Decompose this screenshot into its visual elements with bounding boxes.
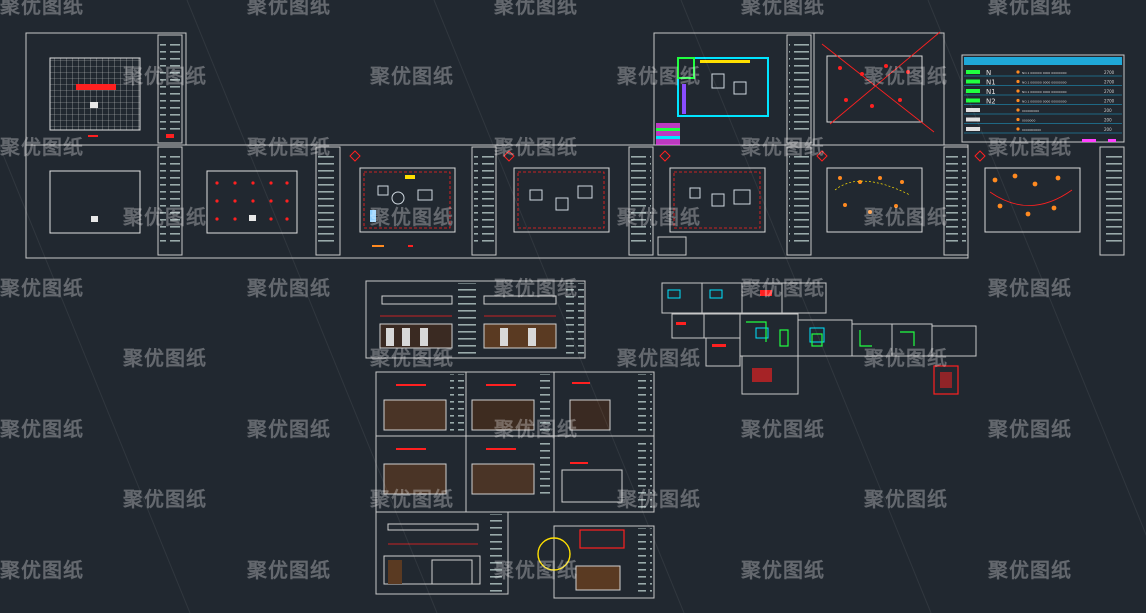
legend-row: N NO.1 000000 0000 00000000 2700	[964, 69, 1122, 77]
sheet-detail-cluster[interactable]	[661, 282, 977, 395]
legend-qty: 200	[1104, 108, 1112, 113]
legend-row: N2 NO.1 000000 0000 00000000 2700	[964, 98, 1122, 106]
title-block	[471, 146, 497, 256]
title-block	[786, 34, 812, 144]
legend-code: N	[986, 69, 991, 77]
sheet-floor-plan-1[interactable]	[349, 150, 456, 247]
legend-desc: NO.1 000000 0000 00000000	[1022, 81, 1067, 85]
title-block	[1099, 146, 1125, 256]
legend-qty: 200	[1104, 127, 1112, 132]
sheet-lighting-crossed[interactable]	[821, 31, 941, 133]
legend-desc: 0000000000	[1022, 128, 1041, 132]
legend-desc: 0000000	[1022, 119, 1035, 123]
legend-desc: 000000000	[1022, 109, 1039, 113]
sheet-floor-plan-2[interactable]	[503, 150, 610, 233]
legend-code: N1	[986, 79, 996, 87]
sheet-lighting-plan-2[interactable]	[974, 150, 1081, 233]
legend-row: 000000000 200	[964, 108, 1122, 115]
legend-qty: 2700	[1104, 89, 1115, 94]
title-block	[786, 146, 812, 256]
legend-code: N1	[986, 88, 996, 96]
legend-row: 0000000000 200	[964, 127, 1122, 134]
title-block	[157, 146, 183, 256]
sheet-elevation-group-a[interactable]	[365, 280, 586, 359]
sheet-colored-plan[interactable]	[656, 57, 769, 145]
legend-qty: 200	[1104, 118, 1112, 123]
sheet-plan-blank[interactable]	[49, 170, 141, 234]
sheet-ceiling-lights[interactable]	[206, 170, 298, 234]
legend-desc: NO.1 000000 0000 00000000	[1022, 90, 1067, 94]
sheet-elevation-group-c[interactable]	[375, 511, 509, 595]
title-block	[628, 146, 654, 256]
legend-row: 0000000 200	[964, 117, 1122, 124]
title-block	[943, 146, 969, 256]
sheet-elevation-group-b[interactable]	[375, 371, 655, 513]
legend-row: N1 NO.1 000000 0000 00000000 2700	[964, 88, 1122, 96]
title-block	[157, 34, 183, 144]
sheet-elevation-group-d[interactable]	[553, 525, 655, 599]
sheet-lighting-plan-1[interactable]	[816, 150, 923, 233]
title-block	[315, 146, 341, 256]
sheet-ceiling-grid[interactable]	[49, 57, 141, 137]
legend-qty: 2700	[1104, 99, 1115, 104]
legend-code: N2	[986, 98, 996, 106]
legend-row: N1 NO.1 000000 0000 00000000 2700	[964, 79, 1122, 87]
selection-circle[interactable]	[537, 537, 571, 571]
sheet-floor-plan-3[interactable]	[657, 150, 766, 256]
legend-qty: 2700	[1104, 80, 1115, 85]
legend-qty: 2700	[1104, 70, 1115, 75]
legend-desc: NO.1 000000 0000 00000000	[1022, 100, 1067, 104]
legend-desc: NO.1 000000 0000 00000000	[1022, 71, 1067, 75]
